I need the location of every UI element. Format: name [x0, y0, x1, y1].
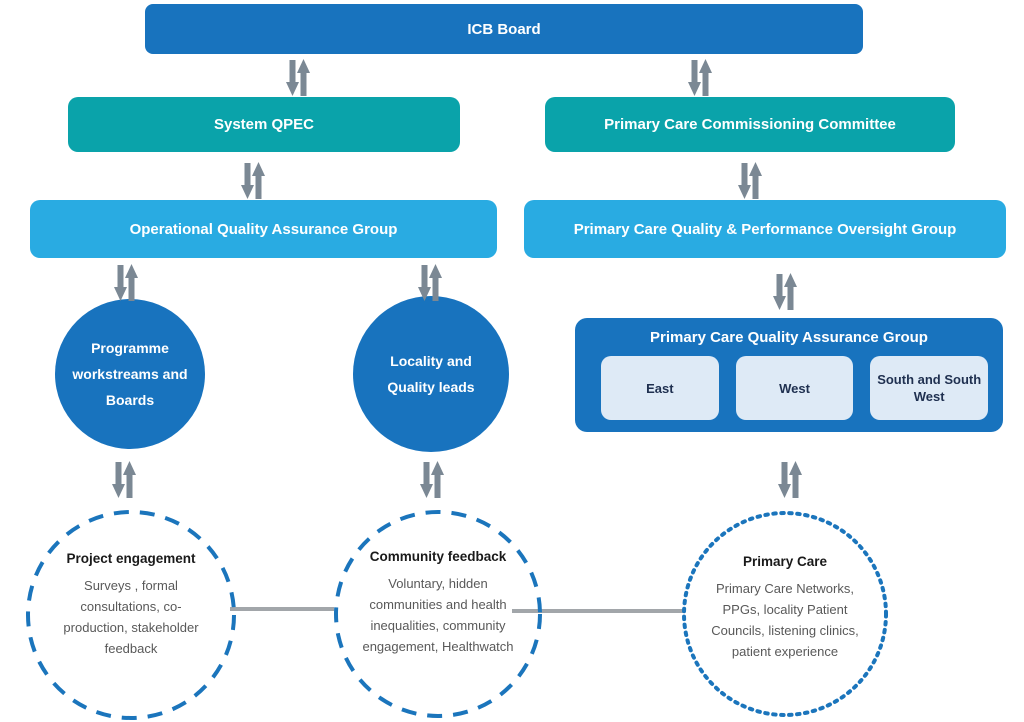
- node-label: Primary Care Quality & Performance Overs…: [573, 220, 957, 238]
- circle-title: Community feedback: [369, 549, 507, 564]
- node-locality-and-quality-leads: Locality and Quality leads: [353, 296, 509, 452]
- node-label: Locality and Quality leads: [387, 353, 475, 395]
- up-down-arrows-icon: [737, 161, 763, 199]
- region-west: West: [735, 356, 854, 420]
- up-down-arrows-icon: [113, 263, 139, 301]
- node-programme-workstreams-and-boards: Programme workstreams and Boards: [55, 299, 205, 449]
- node-label: Operational Quality Assurance Group: [129, 220, 398, 238]
- node-primary-care-quality-assurance-group: Primary Care Quality Assurance Group Eas…: [575, 318, 1003, 432]
- region-east: East: [601, 356, 719, 420]
- circle-content: Community feedback Voluntary, hidden com…: [333, 509, 543, 719]
- node-label: Primary Care Quality Assurance Group: [650, 329, 928, 346]
- up-down-arrows-icon: [687, 58, 713, 96]
- node-primary-care: Primary Care Primary Care Networks, PPGs…: [681, 510, 889, 718]
- up-down-arrows-icon: [417, 263, 443, 301]
- up-down-arrows-icon: [777, 460, 803, 498]
- up-down-arrows-icon: [419, 460, 445, 498]
- dashed-circle-border: [26, 510, 236, 720]
- node-label: System QPEC: [213, 116, 315, 133]
- circle-body: Surveys , formal consultations, co-produ…: [63, 578, 199, 656]
- circle-title: Project engagement: [66, 551, 196, 566]
- node-label: Primary Care Commissioning Committee: [604, 116, 896, 133]
- node-system-qpec: System QPEC: [68, 97, 460, 152]
- node-operational-quality-assurance-group: Operational Quality Assurance Group: [30, 200, 497, 258]
- up-down-arrows-icon: [111, 460, 137, 498]
- node-project-engagement: Project engagement Surveys , formal cons…: [25, 509, 237, 721]
- circle-body: Voluntary, hidden communities and health…: [362, 576, 514, 654]
- connector-line: [512, 609, 683, 613]
- circle-title: Primary Care: [742, 554, 828, 569]
- dotted-circle-border: [682, 511, 888, 717]
- up-down-arrows-icon: [772, 272, 798, 310]
- node-label: Programme workstreams and Boards: [72, 340, 188, 408]
- circle-content: Primary Care Primary Care Networks, PPGs…: [681, 510, 889, 718]
- dashed-circle-border: [334, 510, 542, 718]
- circle-body: Primary Care Networks, PPGs, locality Pa…: [711, 581, 859, 659]
- node-primary-care-quality-performance-oversight-group: Primary Care Quality & Performance Overs…: [524, 200, 1006, 258]
- region-south-and-south-west: South and South West: [870, 356, 989, 420]
- node-icb-board: ICB Board: [145, 4, 863, 54]
- circle-content: Project engagement Surveys , formal cons…: [25, 509, 237, 721]
- node-primary-care-commissioning-committee: Primary Care Commissioning Committee: [545, 97, 955, 152]
- region-row: East West South and South West: [601, 356, 989, 420]
- node-label: ICB Board: [467, 20, 541, 38]
- up-down-arrows-icon: [240, 161, 266, 199]
- node-community-feedback: Community feedback Voluntary, hidden com…: [333, 509, 543, 719]
- up-down-arrows-icon: [285, 58, 311, 96]
- connector-line: [230, 607, 334, 611]
